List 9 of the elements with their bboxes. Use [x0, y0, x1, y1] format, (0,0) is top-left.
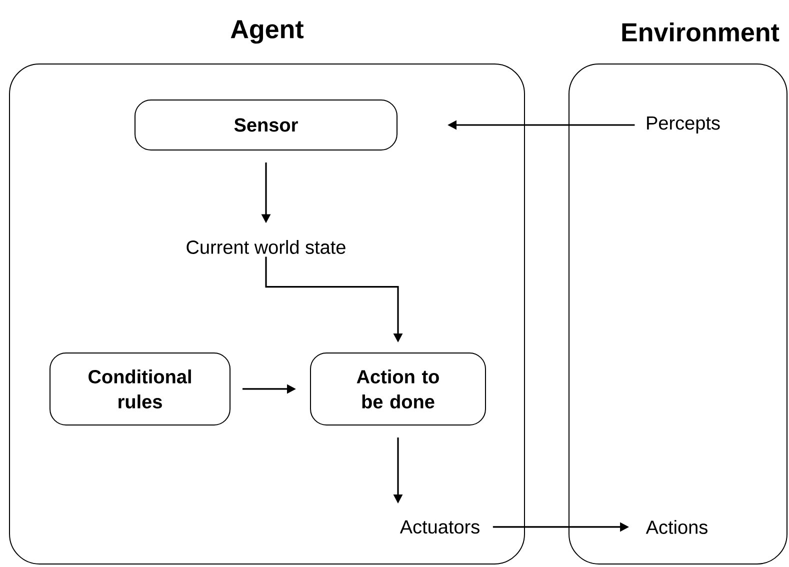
panel-heading: Environment [622, 22, 780, 42]
panel-heading: Agent [230, 20, 304, 44]
label-text: Percepts [647, 116, 720, 134]
label-text: Actions [646, 520, 708, 534]
process-box: Conditional rules [50, 352, 230, 426]
process-box: Action to be done [310, 352, 486, 426]
label-text: Actuators [400, 520, 480, 534]
process-box: Sensor [134, 100, 398, 150]
label-text: Current world state [186, 240, 346, 254]
